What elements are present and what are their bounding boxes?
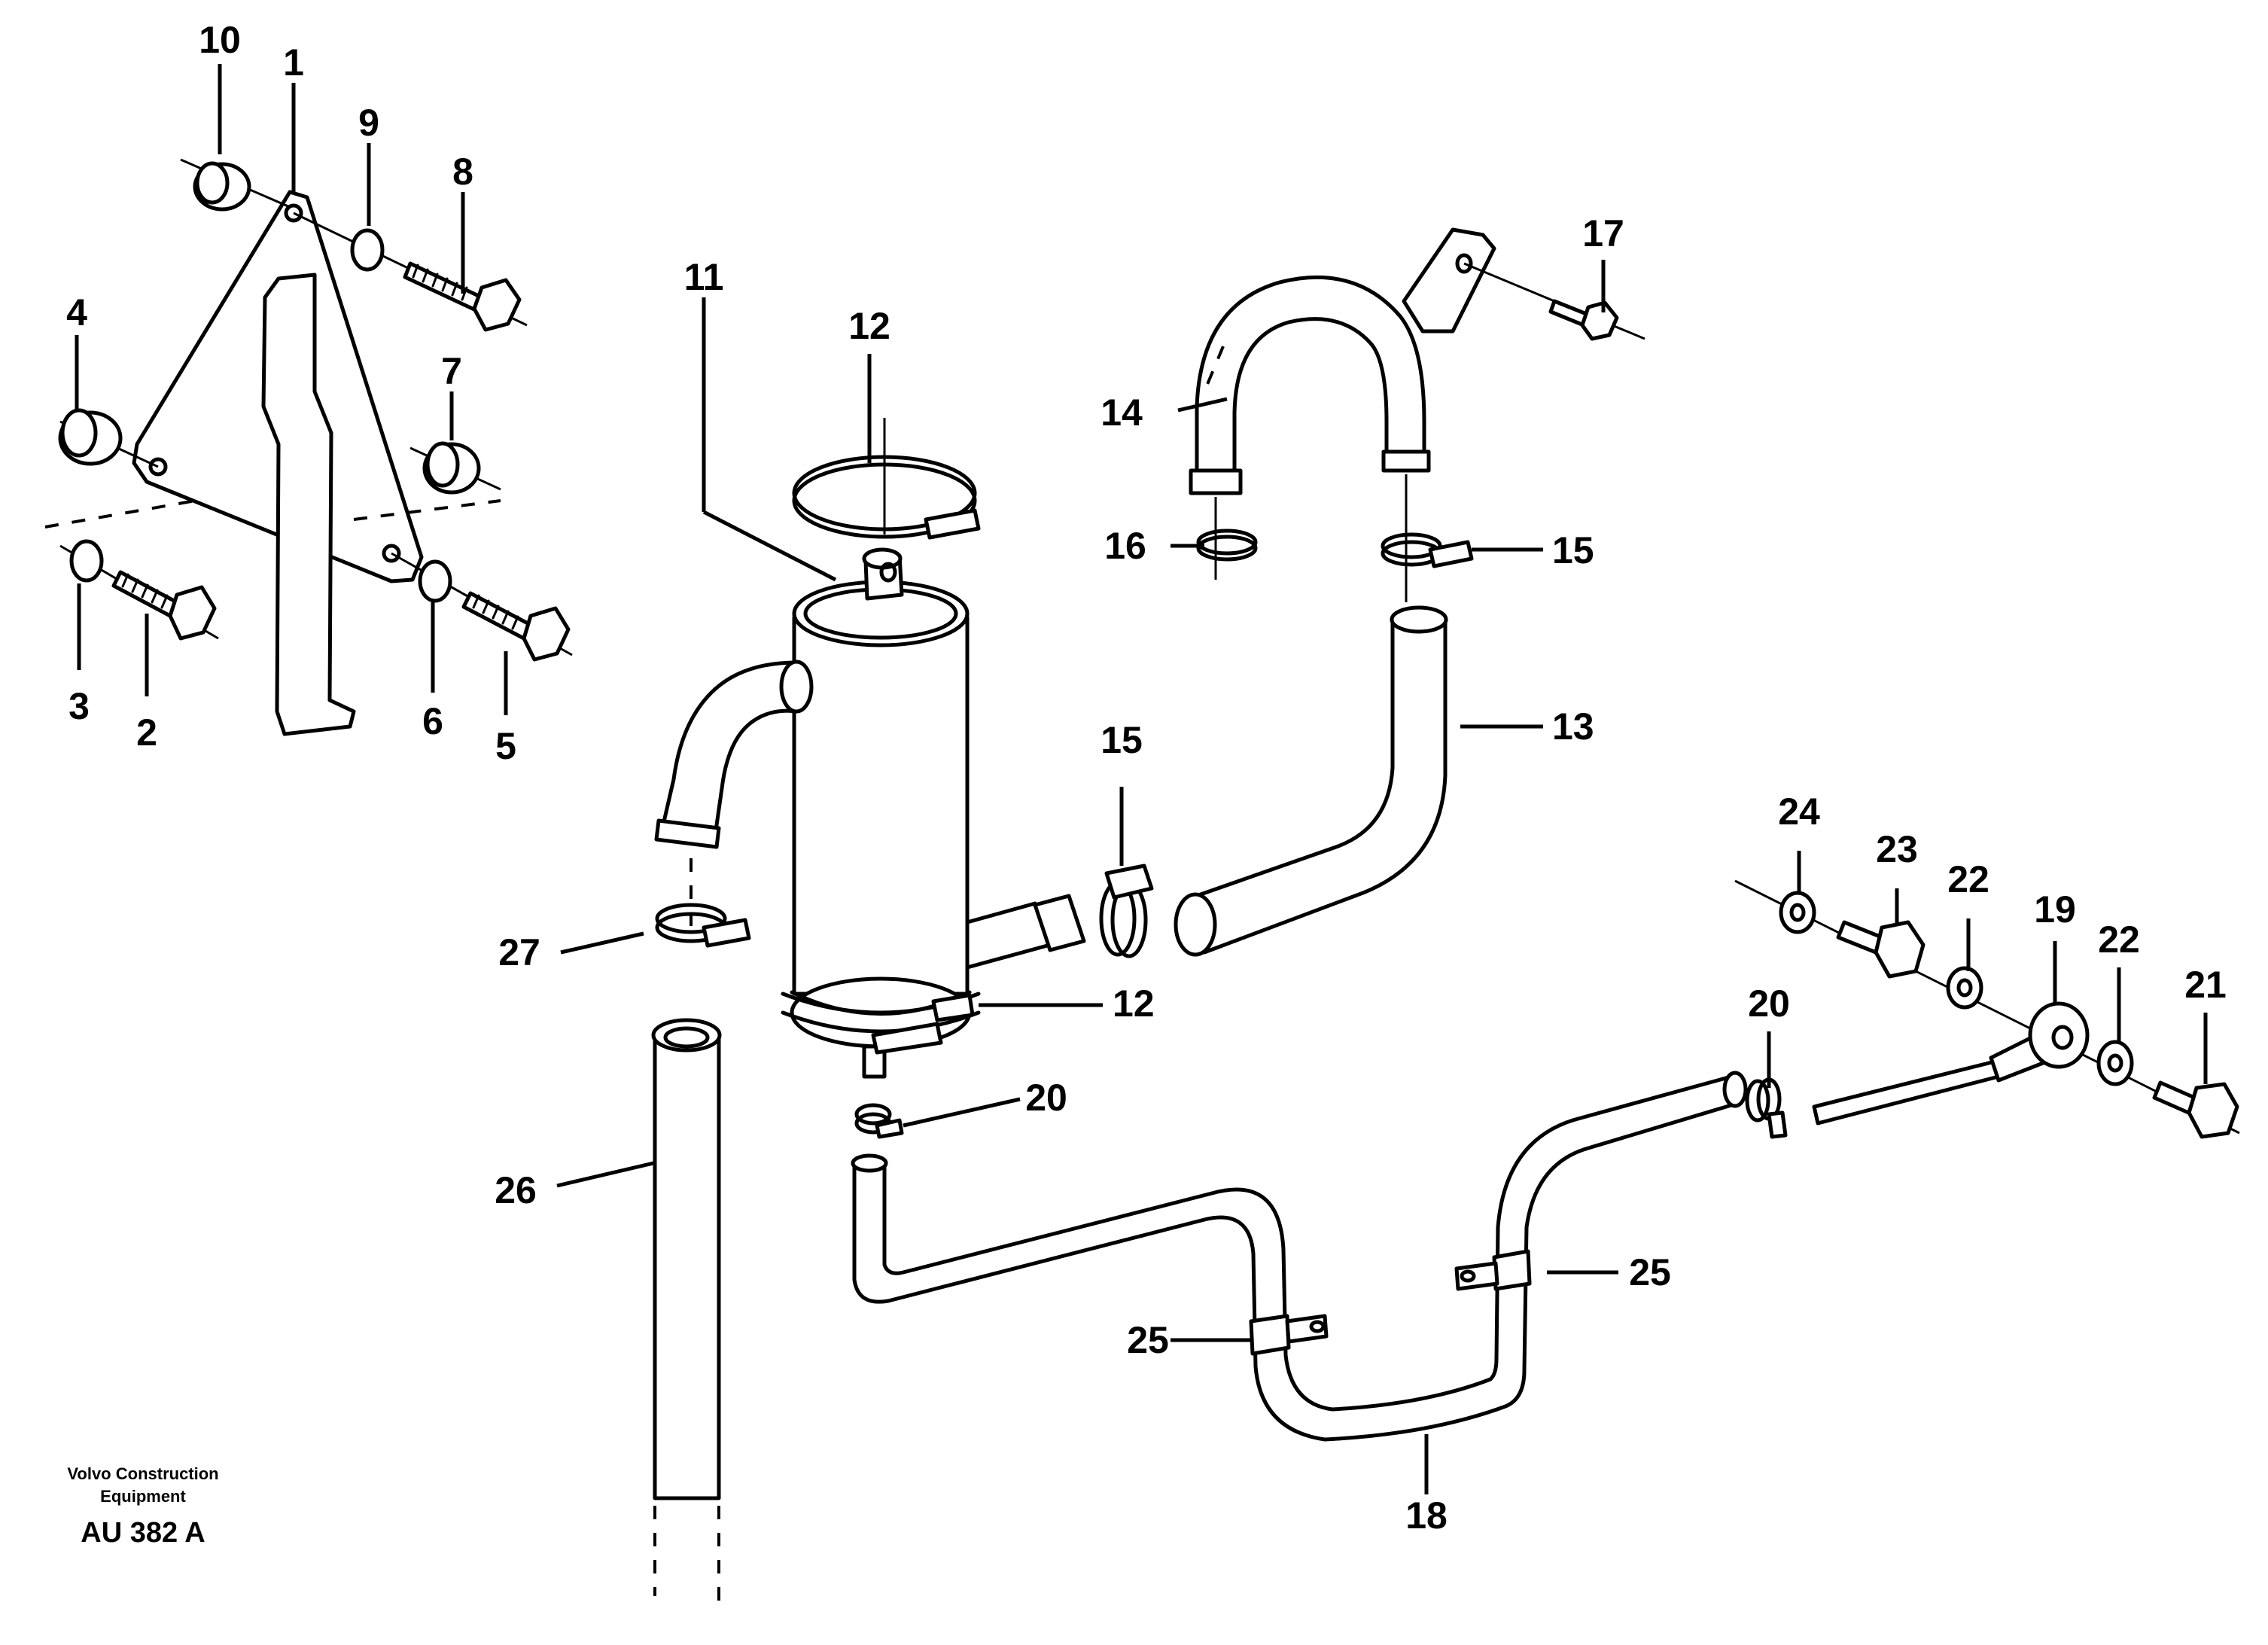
callout-12-upper: 12 <box>848 305 890 347</box>
callout-13: 13 <box>1552 705 1594 748</box>
callout-2: 2 <box>136 711 157 754</box>
washer-9-bolt-8 <box>293 212 528 332</box>
hose-clamp-15-upper <box>1381 532 1474 568</box>
washer-3-bolt-2 <box>59 539 219 641</box>
callout-9: 9 <box>358 102 379 144</box>
callout-8: 8 <box>452 151 473 193</box>
callout-7: 7 <box>441 350 462 392</box>
callout-22-left: 22 <box>1947 858 1989 900</box>
spacer-4 <box>58 408 159 468</box>
pipe-26 <box>651 1018 722 1611</box>
callout-26: 26 <box>495 1169 537 1211</box>
callout-15-upper: 15 <box>1552 529 1594 571</box>
callout-1: 1 <box>283 41 304 84</box>
callout-24: 24 <box>1778 791 1820 833</box>
callout-23: 23 <box>1876 828 1918 870</box>
hose-clamp-27 <box>655 903 751 948</box>
hose-clamp-12-lower <box>781 992 981 1055</box>
callout-3: 3 <box>68 685 90 727</box>
callout-6: 6 <box>422 700 443 742</box>
spacer-10 <box>180 158 291 212</box>
callout-4: 4 <box>66 291 87 334</box>
bolt-17 <box>1548 299 1619 341</box>
callout-21: 21 <box>2184 964 2227 1006</box>
callout-25-left: 25 <box>1127 1319 1169 1361</box>
hose-clamp-15-center <box>1099 864 1154 958</box>
hose-clamp-16 <box>1196 529 1258 562</box>
callout-19: 19 <box>2034 888 2076 931</box>
callout-20-right: 20 <box>1748 982 1790 1025</box>
hose-14 <box>1189 227 1645 602</box>
washer-6-bolt-5 <box>391 552 573 662</box>
callout-16: 16 <box>1104 525 1146 567</box>
leader-lines <box>75 64 2208 1494</box>
callout-15-center: 15 <box>1101 719 1143 761</box>
drain-hose-18 <box>851 1071 1748 1442</box>
callout-17: 17 <box>1582 212 1624 254</box>
drawing-credit: Volvo Construction Equipment AU 382 A <box>67 1464 218 1549</box>
spacer-7 <box>409 441 501 495</box>
filter-canister-11 <box>654 547 1086 1079</box>
hose-clamp-20-right <box>1745 1077 1788 1139</box>
hose-clamp-12-upper <box>792 418 981 540</box>
callout-numbers: 10 1 9 8 4 7 3 2 6 5 11 12 12 13 14 15 1… <box>66 19 2227 1537</box>
banjo-fitting-assembly <box>1734 879 2240 1139</box>
callout-18: 18 <box>1405 1494 1448 1537</box>
drawing-code: AU 382 A <box>81 1517 205 1549</box>
callout-5: 5 <box>495 725 516 767</box>
credit-line-1: Volvo Construction <box>67 1464 218 1483</box>
callout-12-lower: 12 <box>1113 982 1155 1025</box>
hose-clamp-20-lower <box>854 1103 904 1139</box>
pipe-clamp-25-right <box>1454 1249 1532 1291</box>
callout-14: 14 <box>1101 391 1143 434</box>
callout-10: 10 <box>199 19 241 61</box>
callout-11: 11 <box>684 256 724 298</box>
callout-27: 27 <box>498 931 540 973</box>
pipe-clamp-25-left <box>1249 1314 1329 1356</box>
hose-13 <box>1174 605 1448 957</box>
mounting-strap <box>261 273 356 736</box>
callout-20-center: 20 <box>1025 1077 1067 1119</box>
callout-22-right: 22 <box>2098 918 2140 961</box>
credit-line-2: Equipment <box>100 1487 186 1506</box>
callout-25-right: 25 <box>1629 1251 1671 1293</box>
bracket-assembly <box>44 158 573 736</box>
